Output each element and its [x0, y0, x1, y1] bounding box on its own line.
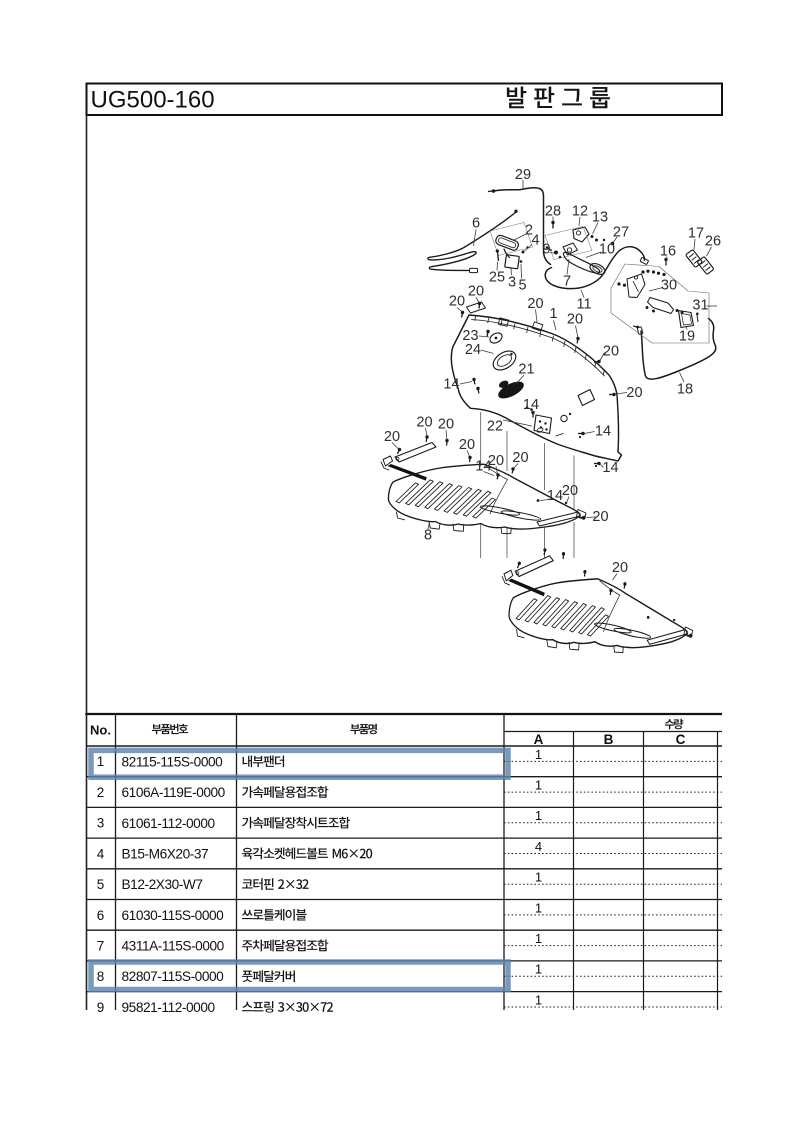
svg-text:1: 1	[535, 900, 542, 915]
svg-text:C: C	[676, 732, 686, 747]
svg-text:9: 9	[542, 242, 550, 258]
svg-text:2: 2	[525, 223, 533, 239]
svg-text:8: 8	[97, 969, 105, 984]
svg-text:82115-115S-0000: 82115-115S-0000	[122, 754, 224, 769]
svg-text:3: 3	[508, 275, 516, 291]
svg-text:14: 14	[595, 424, 611, 440]
svg-text:20: 20	[459, 437, 475, 453]
svg-text:20: 20	[612, 560, 628, 576]
svg-text:B15-M6X20-37: B15-M6X20-37	[122, 847, 209, 862]
svg-text:82807-115S-0000: 82807-115S-0000	[122, 969, 225, 984]
svg-text:61061-112-0000: 61061-112-0000	[122, 816, 216, 831]
svg-text:5: 5	[518, 278, 526, 294]
svg-text:B12-2X30-W7: B12-2X30-W7	[122, 877, 203, 892]
svg-text:20: 20	[527, 296, 543, 312]
svg-text:16: 16	[660, 244, 676, 260]
svg-text:6: 6	[472, 216, 480, 232]
svg-text:18: 18	[677, 382, 693, 398]
svg-text:95821-112-0000: 95821-112-0000	[122, 1000, 216, 1015]
svg-text:20: 20	[449, 294, 465, 310]
svg-text:7: 7	[563, 274, 571, 290]
svg-text:20: 20	[438, 417, 454, 433]
svg-text:23: 23	[462, 328, 478, 344]
svg-text:19: 19	[679, 329, 695, 345]
svg-text:27: 27	[613, 225, 629, 241]
svg-text:17: 17	[688, 226, 704, 242]
svg-text:4311A-115S-0000: 4311A-115S-0000	[122, 939, 225, 954]
svg-text:UG500-160: UG500-160	[91, 87, 215, 114]
svg-text:14: 14	[523, 397, 539, 413]
svg-text:4: 4	[531, 233, 539, 249]
svg-text:4: 4	[535, 839, 542, 854]
svg-text:1: 1	[535, 992, 542, 1007]
svg-text:20: 20	[468, 284, 484, 300]
svg-text:20: 20	[512, 450, 528, 466]
svg-text:1: 1	[535, 808, 542, 823]
svg-text:13: 13	[592, 210, 608, 226]
svg-text:20: 20	[603, 344, 619, 360]
svg-text:31: 31	[692, 298, 708, 314]
svg-text:22: 22	[487, 419, 503, 435]
svg-text:No.: No.	[90, 723, 111, 738]
svg-text:11: 11	[576, 297, 591, 313]
svg-text:10: 10	[599, 242, 615, 258]
svg-text:1: 1	[535, 870, 542, 885]
svg-text:20: 20	[416, 415, 432, 431]
svg-text:7: 7	[97, 939, 105, 954]
svg-text:20: 20	[562, 483, 578, 499]
svg-text:21: 21	[518, 362, 534, 378]
svg-text:A: A	[534, 732, 544, 747]
svg-text:6106A-119E-0000: 6106A-119E-0000	[122, 785, 226, 800]
svg-text:1: 1	[549, 306, 557, 322]
svg-text:14: 14	[602, 460, 618, 476]
svg-text:1: 1	[535, 962, 542, 977]
svg-text:9: 9	[97, 1000, 105, 1015]
svg-text:29: 29	[515, 167, 531, 183]
svg-text:12: 12	[572, 204, 588, 220]
svg-text:1: 1	[97, 754, 105, 769]
svg-text:2: 2	[97, 785, 105, 800]
svg-text:4: 4	[97, 846, 105, 861]
svg-text:1: 1	[535, 778, 542, 793]
svg-text:8: 8	[424, 528, 432, 544]
svg-text:5: 5	[97, 877, 105, 892]
svg-text:20: 20	[626, 385, 642, 401]
svg-text:26: 26	[705, 234, 721, 250]
svg-text:1: 1	[535, 931, 542, 946]
svg-text:14: 14	[443, 377, 459, 393]
svg-text:1: 1	[535, 747, 542, 762]
svg-text:30: 30	[661, 278, 677, 294]
svg-text:14: 14	[547, 488, 563, 504]
svg-text:B: B	[604, 732, 614, 747]
svg-text:3: 3	[97, 816, 105, 831]
svg-text:20: 20	[488, 453, 504, 469]
svg-text:20: 20	[384, 429, 400, 445]
svg-text:20: 20	[592, 509, 608, 525]
svg-text:24: 24	[465, 342, 481, 358]
svg-text:28: 28	[545, 204, 561, 220]
svg-text:25: 25	[489, 270, 505, 286]
svg-text:61030-115S-0000: 61030-115S-0000	[122, 908, 225, 923]
svg-text:20: 20	[567, 312, 583, 328]
svg-text:14: 14	[475, 459, 491, 475]
svg-text:6: 6	[97, 908, 105, 923]
